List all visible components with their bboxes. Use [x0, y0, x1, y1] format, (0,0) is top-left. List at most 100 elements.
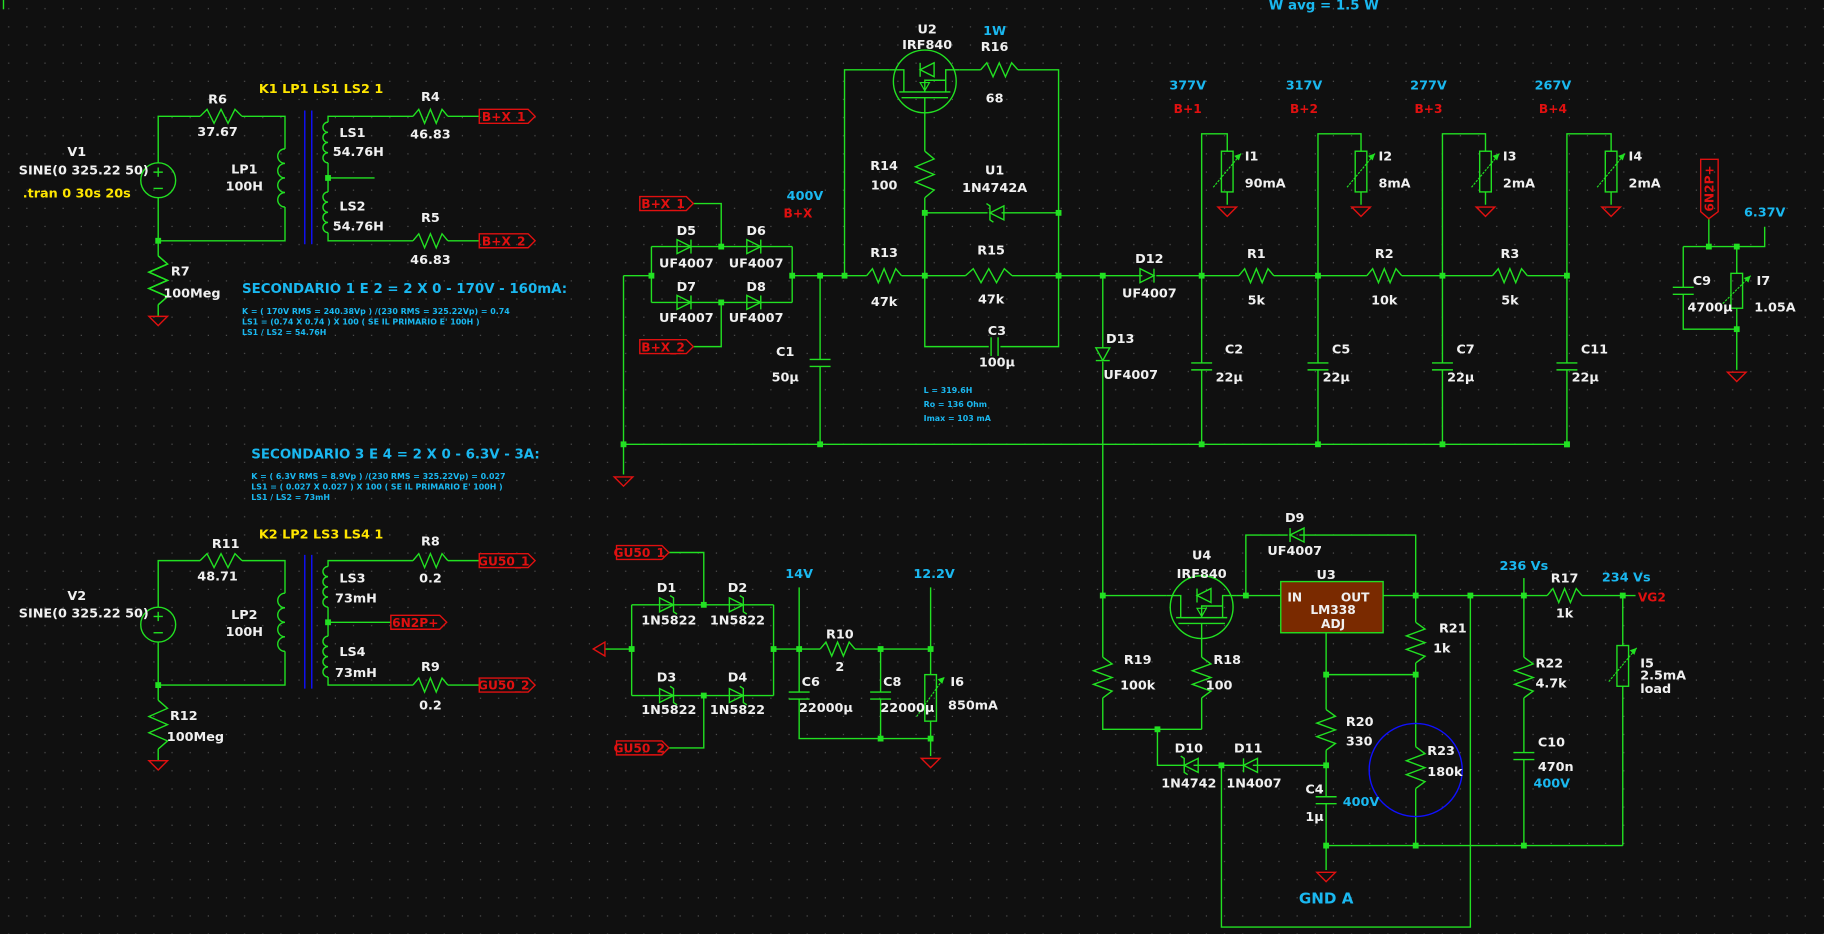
- load-body: [1354, 150, 1368, 193]
- LP2-symbol: [277, 592, 286, 653]
- body-link: [1200, 605, 1223, 618]
- label: D13: [1106, 332, 1134, 347]
- label: 12.2V: [913, 567, 955, 582]
- net-label-b1: B+1: [1174, 102, 1202, 116]
- label: 47k: [871, 295, 898, 310]
- net-label-gu50-2-in-flag[interactable]: [615, 740, 670, 756]
- label: D3: [657, 671, 677, 686]
- voltage-probe: 317V: [1286, 79, 1323, 94]
- label: 100H: [226, 180, 263, 195]
- resistor-zigzag: [147, 255, 170, 306]
- arrow-head: [937, 676, 945, 684]
- label: 100Meg: [167, 730, 224, 745]
- net-label-gu50-2-flag[interactable]: [478, 677, 537, 693]
- D13-symbol: [1094, 347, 1111, 363]
- label: 4700µ: [1688, 301, 1733, 316]
- diode-triangle: [1241, 757, 1259, 774]
- C11-symbol: [1556, 362, 1578, 371]
- net-label-gu50-2: GU50_2: [478, 679, 530, 694]
- label: C10: [1538, 736, 1565, 751]
- label: 90mA: [1245, 176, 1286, 191]
- resistor-symbol: [412, 676, 449, 694]
- junction-dot: [155, 682, 162, 688]
- net-label-6n2p-flag[interactable]: [390, 614, 448, 630]
- diode-triangle: [746, 294, 763, 311]
- arrow: [919, 82, 931, 92]
- lm338-regulator-block[interactable]: [1280, 580, 1384, 634]
- D11-symbol: [1241, 757, 1259, 774]
- label: SECONDARIO 1 E 2 = 2 X 0 - 170V - 160mA:: [242, 282, 567, 297]
- junction-dot: [1055, 272, 1062, 279]
- R16-symbol: [980, 61, 1019, 79]
- net-label-bx1-flag[interactable]: [478, 108, 537, 124]
- label: 1N5822: [710, 703, 765, 718]
- resistor-zigzag: [412, 107, 449, 126]
- label: R16: [981, 40, 1009, 55]
- label: 2mA: [1629, 176, 1661, 191]
- resistor-zigzag: [965, 267, 1013, 285]
- wire: [693, 202, 722, 247]
- label: 4.7k: [1536, 676, 1568, 691]
- label: R11: [212, 537, 240, 552]
- label: 48.71: [197, 569, 238, 584]
- components: [2, 0, 1752, 883]
- ground-icon: [1600, 206, 1623, 218]
- label: IRF840: [1177, 567, 1227, 582]
- net-label-bx2-in-flag[interactable]: [639, 338, 695, 355]
- wire: [1441, 133, 1487, 276]
- junction-dot: [700, 601, 707, 608]
- wire: [1317, 133, 1362, 276]
- U2-body-diode-symbol: [918, 61, 935, 78]
- R19-symbol: [1091, 656, 1115, 699]
- net-label-gu50-1-flag[interactable]: [478, 552, 537, 569]
- label: 54.76H: [333, 219, 384, 234]
- diode-triangle: [988, 204, 1005, 221]
- label: C9: [1693, 274, 1711, 289]
- net-label-bx2-flag[interactable]: [478, 233, 537, 249]
- voltage-probe: 267V: [1535, 79, 1572, 94]
- diode-bar: [986, 202, 994, 223]
- label: I6: [950, 675, 964, 690]
- resistor-zigzag: [1491, 266, 1528, 285]
- R17-symbol: [1546, 586, 1583, 605]
- source-circle: [140, 606, 177, 643]
- junction-dot: [1439, 441, 1446, 448]
- U4-symbol: [1166, 575, 1237, 640]
- wire: [157, 197, 286, 242]
- label: 0.2: [419, 699, 442, 714]
- D8-symbol: [746, 294, 763, 311]
- wire: [327, 232, 413, 242]
- label: 22µ: [1216, 371, 1243, 386]
- label: 1W: [983, 24, 1006, 39]
- label: 2: [835, 660, 844, 675]
- label: R6: [208, 93, 227, 108]
- net-label-6n2p-flag[interactable]: [1699, 158, 1719, 220]
- label: 68: [986, 91, 1004, 106]
- label: R10: [826, 628, 854, 643]
- capacitor-symbol: [2, 0, 5, 10]
- arrow-head: [1629, 647, 1637, 655]
- label: I2: [1378, 150, 1392, 165]
- wire: [327, 115, 413, 123]
- junction-dot: [620, 441, 627, 448]
- wire: [924, 197, 989, 348]
- label: R12: [170, 709, 198, 724]
- C6-symbol: [788, 691, 810, 700]
- R22-symbol: [1512, 656, 1536, 699]
- load-body: [1730, 272, 1744, 309]
- label: I1: [1245, 150, 1259, 165]
- R20-symbol: [1314, 708, 1338, 751]
- label: K = ( 6.3V RMS = 8.9Vp ) /(230 RMS = 325…: [251, 472, 505, 481]
- label: D7: [677, 280, 697, 295]
- U4-body-diode-symbol: [1195, 587, 1212, 604]
- label: 6.37V: [1744, 205, 1786, 220]
- net-label-bx1-in-flag[interactable]: [639, 195, 695, 212]
- net-label-gu50-1-in-flag[interactable]: [615, 544, 670, 561]
- D10-symbol: [1180, 755, 1199, 776]
- label: C1: [776, 345, 794, 360]
- pin-out-label: OUT: [1341, 590, 1370, 604]
- label: D1: [657, 581, 677, 596]
- R21-symbol: [1404, 621, 1428, 664]
